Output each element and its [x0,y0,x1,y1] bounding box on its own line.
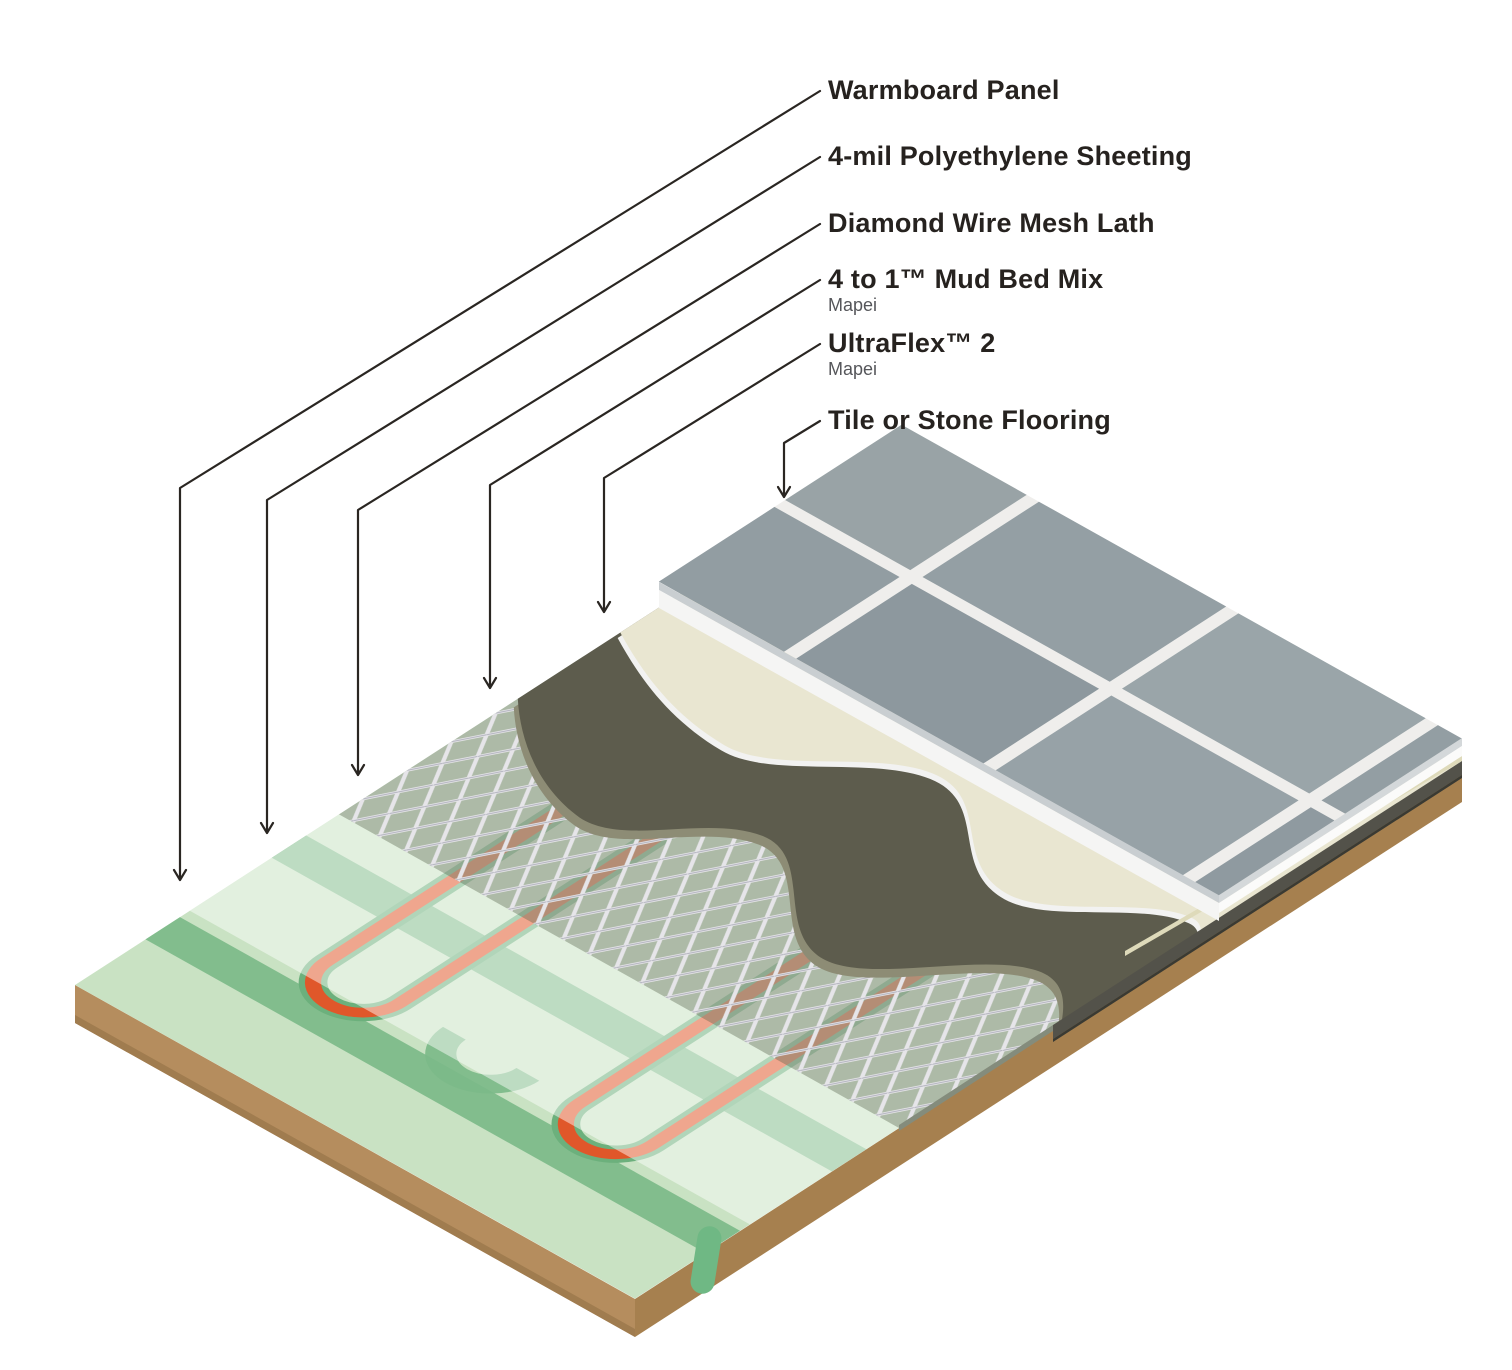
leader-lines [172,89,822,882]
leader-mudbed [482,278,822,690]
tile [1321,725,1462,814]
polyethylene-sheeting-layer [189,814,900,1225]
label-ultraflex-2-brand: Mapei [828,359,878,379]
leader-mesh [350,222,822,777]
warmboard-side-front-left [75,985,635,1337]
label-warmboard-panel: Warmboard Panel [828,75,1060,105]
tile [658,506,900,652]
leader-warmboard [172,89,822,882]
label-ultraflex-2-title: UltraFlex™ 2 [828,328,996,358]
label-ultraflex-2: UltraFlex™ 2 Mapei [828,328,995,379]
mesh-edge-line [899,1025,1053,1131]
label-diamond-wire-mesh-lath-title: Diamond Wire Mesh Lath [828,208,1155,238]
label-tile-or-stone-flooring: Tile or Stone Flooring [828,405,1111,435]
label-tile-or-stone-flooring-title: Tile or Stone Flooring [828,405,1111,435]
label-mud-bed-mix: 4 to 1™ Mud Bed Mix Mapei [828,264,1103,315]
label-polyethylene-sheeting: 4-mil Polyethylene Sheeting [828,141,1192,171]
label-polyethylene-sheeting-title: 4-mil Polyethylene Sheeting [828,141,1192,171]
tile-slab-side-left-grey [659,582,1219,903]
warmboard-channel-loop [425,1026,540,1094]
tile [785,424,1027,571]
tile [1121,613,1426,794]
tile [796,583,1100,764]
radiant-tubing [304,717,1032,1160]
label-warmboard-panel-title: Warmboard Panel [828,75,1060,105]
warmboard-channel-strip [271,835,867,1172]
grout-field [658,424,1462,896]
mud-bed-side-strip [1053,761,1462,1039]
tile [922,501,1227,682]
label-diamond-wire-mesh-lath: Diamond Wire Mesh Lath [828,208,1155,238]
leader-tile [776,419,822,499]
tile-slab-side-right-white [1219,746,1462,913]
leader-ultraflex [596,342,822,614]
channel-drip [690,1226,722,1294]
label-mud-bed-mix-title: 4 to 1™ Mud Bed Mix [828,264,1104,294]
label-mud-bed-mix-brand: Mapei [828,295,878,315]
warmboard-channel-strip [145,917,740,1254]
tile-slab-side-left-white [659,590,1219,921]
mud-bed-side-darkline [1053,775,1462,1042]
tile-slab [658,424,1462,921]
warmboard-side-front-left-shadow [75,1015,635,1337]
leader-polyethylene [259,155,822,835]
tile [1195,807,1335,896]
tile-slab-side-right-grey [1219,738,1462,903]
tile [995,695,1299,876]
